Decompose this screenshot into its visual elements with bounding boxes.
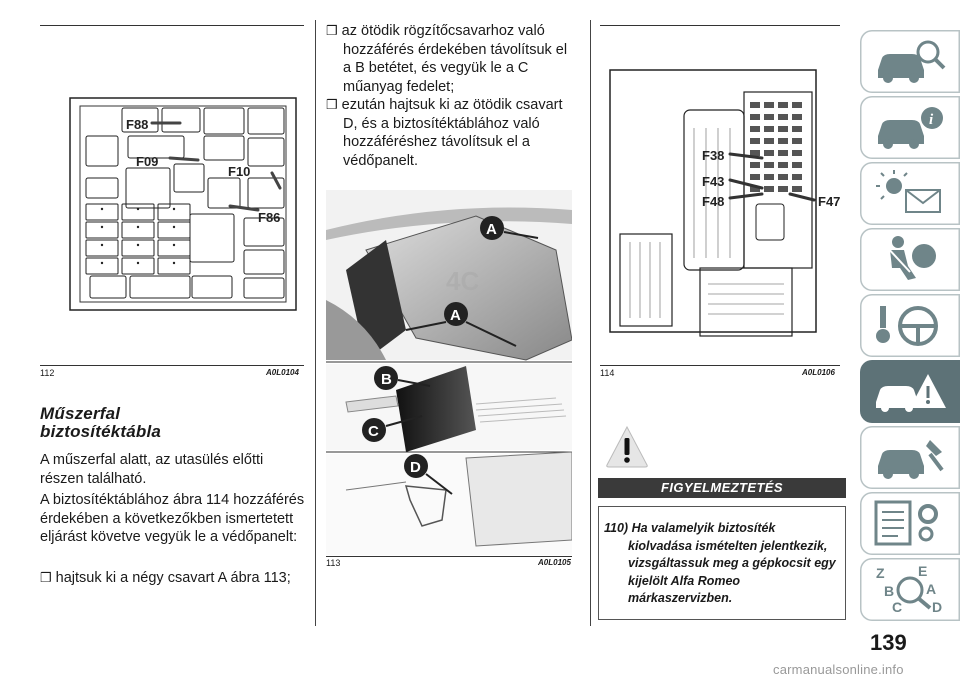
car-info-icon: i xyxy=(878,107,943,149)
fuse-box-diagram-114: F38 F43 F48 F47 xyxy=(609,69,840,337)
figure-112: F88 F09 F10 F86 xyxy=(40,28,304,364)
car-service-icon xyxy=(878,440,944,479)
svg-text:A: A xyxy=(926,581,936,597)
figure-114: F38 F43 F48 F47 xyxy=(600,28,840,364)
column-divider-1 xyxy=(315,20,316,626)
figure-number-114: 114 xyxy=(600,368,615,378)
car-warning-icon xyxy=(876,374,946,412)
svg-text:C: C xyxy=(892,599,902,615)
tab-settings-list[interactable] xyxy=(860,492,960,555)
label-c: C xyxy=(368,423,379,440)
bullet-box-icon: ❒ xyxy=(326,97,338,112)
section-heading-line1: Műszerfal xyxy=(40,404,121,423)
column-divider-2 xyxy=(590,20,591,626)
tab-car-warning[interactable] xyxy=(860,360,960,423)
fuse-box-diagram-112: F88 F09 F10 F86 xyxy=(69,97,297,311)
top-rule-right xyxy=(600,25,840,26)
svg-text:B: B xyxy=(884,583,894,599)
label-b: B xyxy=(381,371,392,388)
page-number: 139 xyxy=(870,630,907,655)
bullet-text-1: hajtsuk ki a négy csavart A ábra 113; xyxy=(55,570,291,586)
airbag-icon xyxy=(885,236,936,280)
tab-car-info[interactable]: i xyxy=(860,96,960,159)
car-search-icon xyxy=(878,40,946,83)
bullet-item-3: ❒ezután hajtsuk ki az ötödik csavart D, … xyxy=(326,96,578,170)
label-d: D xyxy=(410,459,421,476)
lights-mail-icon xyxy=(876,170,941,213)
warning-box xyxy=(598,506,846,620)
label-f88: F88 xyxy=(126,117,148,132)
tab-alphabet-index[interactable]: Z E B A C D xyxy=(860,558,960,621)
warning-triangle-icon xyxy=(606,425,648,468)
watermark: carmanualsonline.info xyxy=(773,662,904,677)
bullet-item-2: ❒az ötödik rögzítőcsavarhoz való hozzáfé… xyxy=(326,22,578,96)
label-f48: F48 xyxy=(702,194,724,209)
label-f09: F09 xyxy=(136,154,158,169)
key-steering-icon xyxy=(876,306,938,346)
caption-rule-114 xyxy=(600,365,840,366)
svg-text:4C: 4C xyxy=(446,266,479,296)
label-f47: F47 xyxy=(818,194,840,209)
paragraph-location: A műszerfal alatt, az utasülés előtti ré… xyxy=(40,452,264,487)
label-f10: F10 xyxy=(228,164,250,179)
panel-removal-illustration-113: 4C A A B C D xyxy=(326,190,572,555)
warning-title: FIGYELMEZTETÉS xyxy=(598,478,846,498)
bullet-text-2: az ötödik rögzítőcsavarhoz való hozzáfér… xyxy=(341,23,568,95)
tab-key-steering[interactable] xyxy=(860,294,960,357)
caption-rule-113 xyxy=(326,556,572,557)
tab-car-search[interactable] xyxy=(860,30,960,93)
figure-code-113: A0L0105 xyxy=(538,558,571,567)
svg-text:D: D xyxy=(932,599,942,615)
section-heading-line2: biztosítéktábla xyxy=(40,422,162,441)
figure-number-113: 113 xyxy=(326,558,341,568)
figure-number-112: 112 xyxy=(40,368,55,378)
top-rule-left xyxy=(40,25,304,26)
label-a-bottom: A xyxy=(450,307,461,324)
svg-text:E: E xyxy=(918,563,927,579)
alphabet-index-icon: Z E B A C D xyxy=(876,563,942,615)
tab-airbag[interactable] xyxy=(860,228,960,291)
settings-list-icon xyxy=(874,500,938,546)
label-f43: F43 xyxy=(702,174,724,189)
tab-lights-mail[interactable] xyxy=(860,162,960,225)
bullet-box-icon: ❒ xyxy=(40,570,52,585)
label-f86: F86 xyxy=(258,210,280,225)
figure-code-112: A0L0104 xyxy=(266,368,299,377)
svg-text:i: i xyxy=(929,112,934,128)
label-a-top: A xyxy=(486,221,497,238)
bullet-box-icon: ❒ xyxy=(326,23,338,38)
bullet-item-1: ❒hajtsuk ki a négy csavart A ábra 113; xyxy=(40,569,312,588)
svg-text:Z: Z xyxy=(876,565,885,581)
tab-car-service[interactable] xyxy=(860,426,960,489)
figure-code-114: A0L0106 xyxy=(802,368,835,377)
warning-text: 110) Ha valamelyik biztosíték kiolvadása… xyxy=(604,521,836,605)
paragraph-access: A biztosítéktáblához ábra 114 hozzáférés… xyxy=(40,492,305,545)
caption-rule-112 xyxy=(40,365,304,366)
label-f38: F38 xyxy=(702,148,724,163)
bullet-text-3: ezután hajtsuk ki az ötödik csavart D, é… xyxy=(341,97,563,169)
figure-113: 4C A A B C D xyxy=(326,190,572,555)
